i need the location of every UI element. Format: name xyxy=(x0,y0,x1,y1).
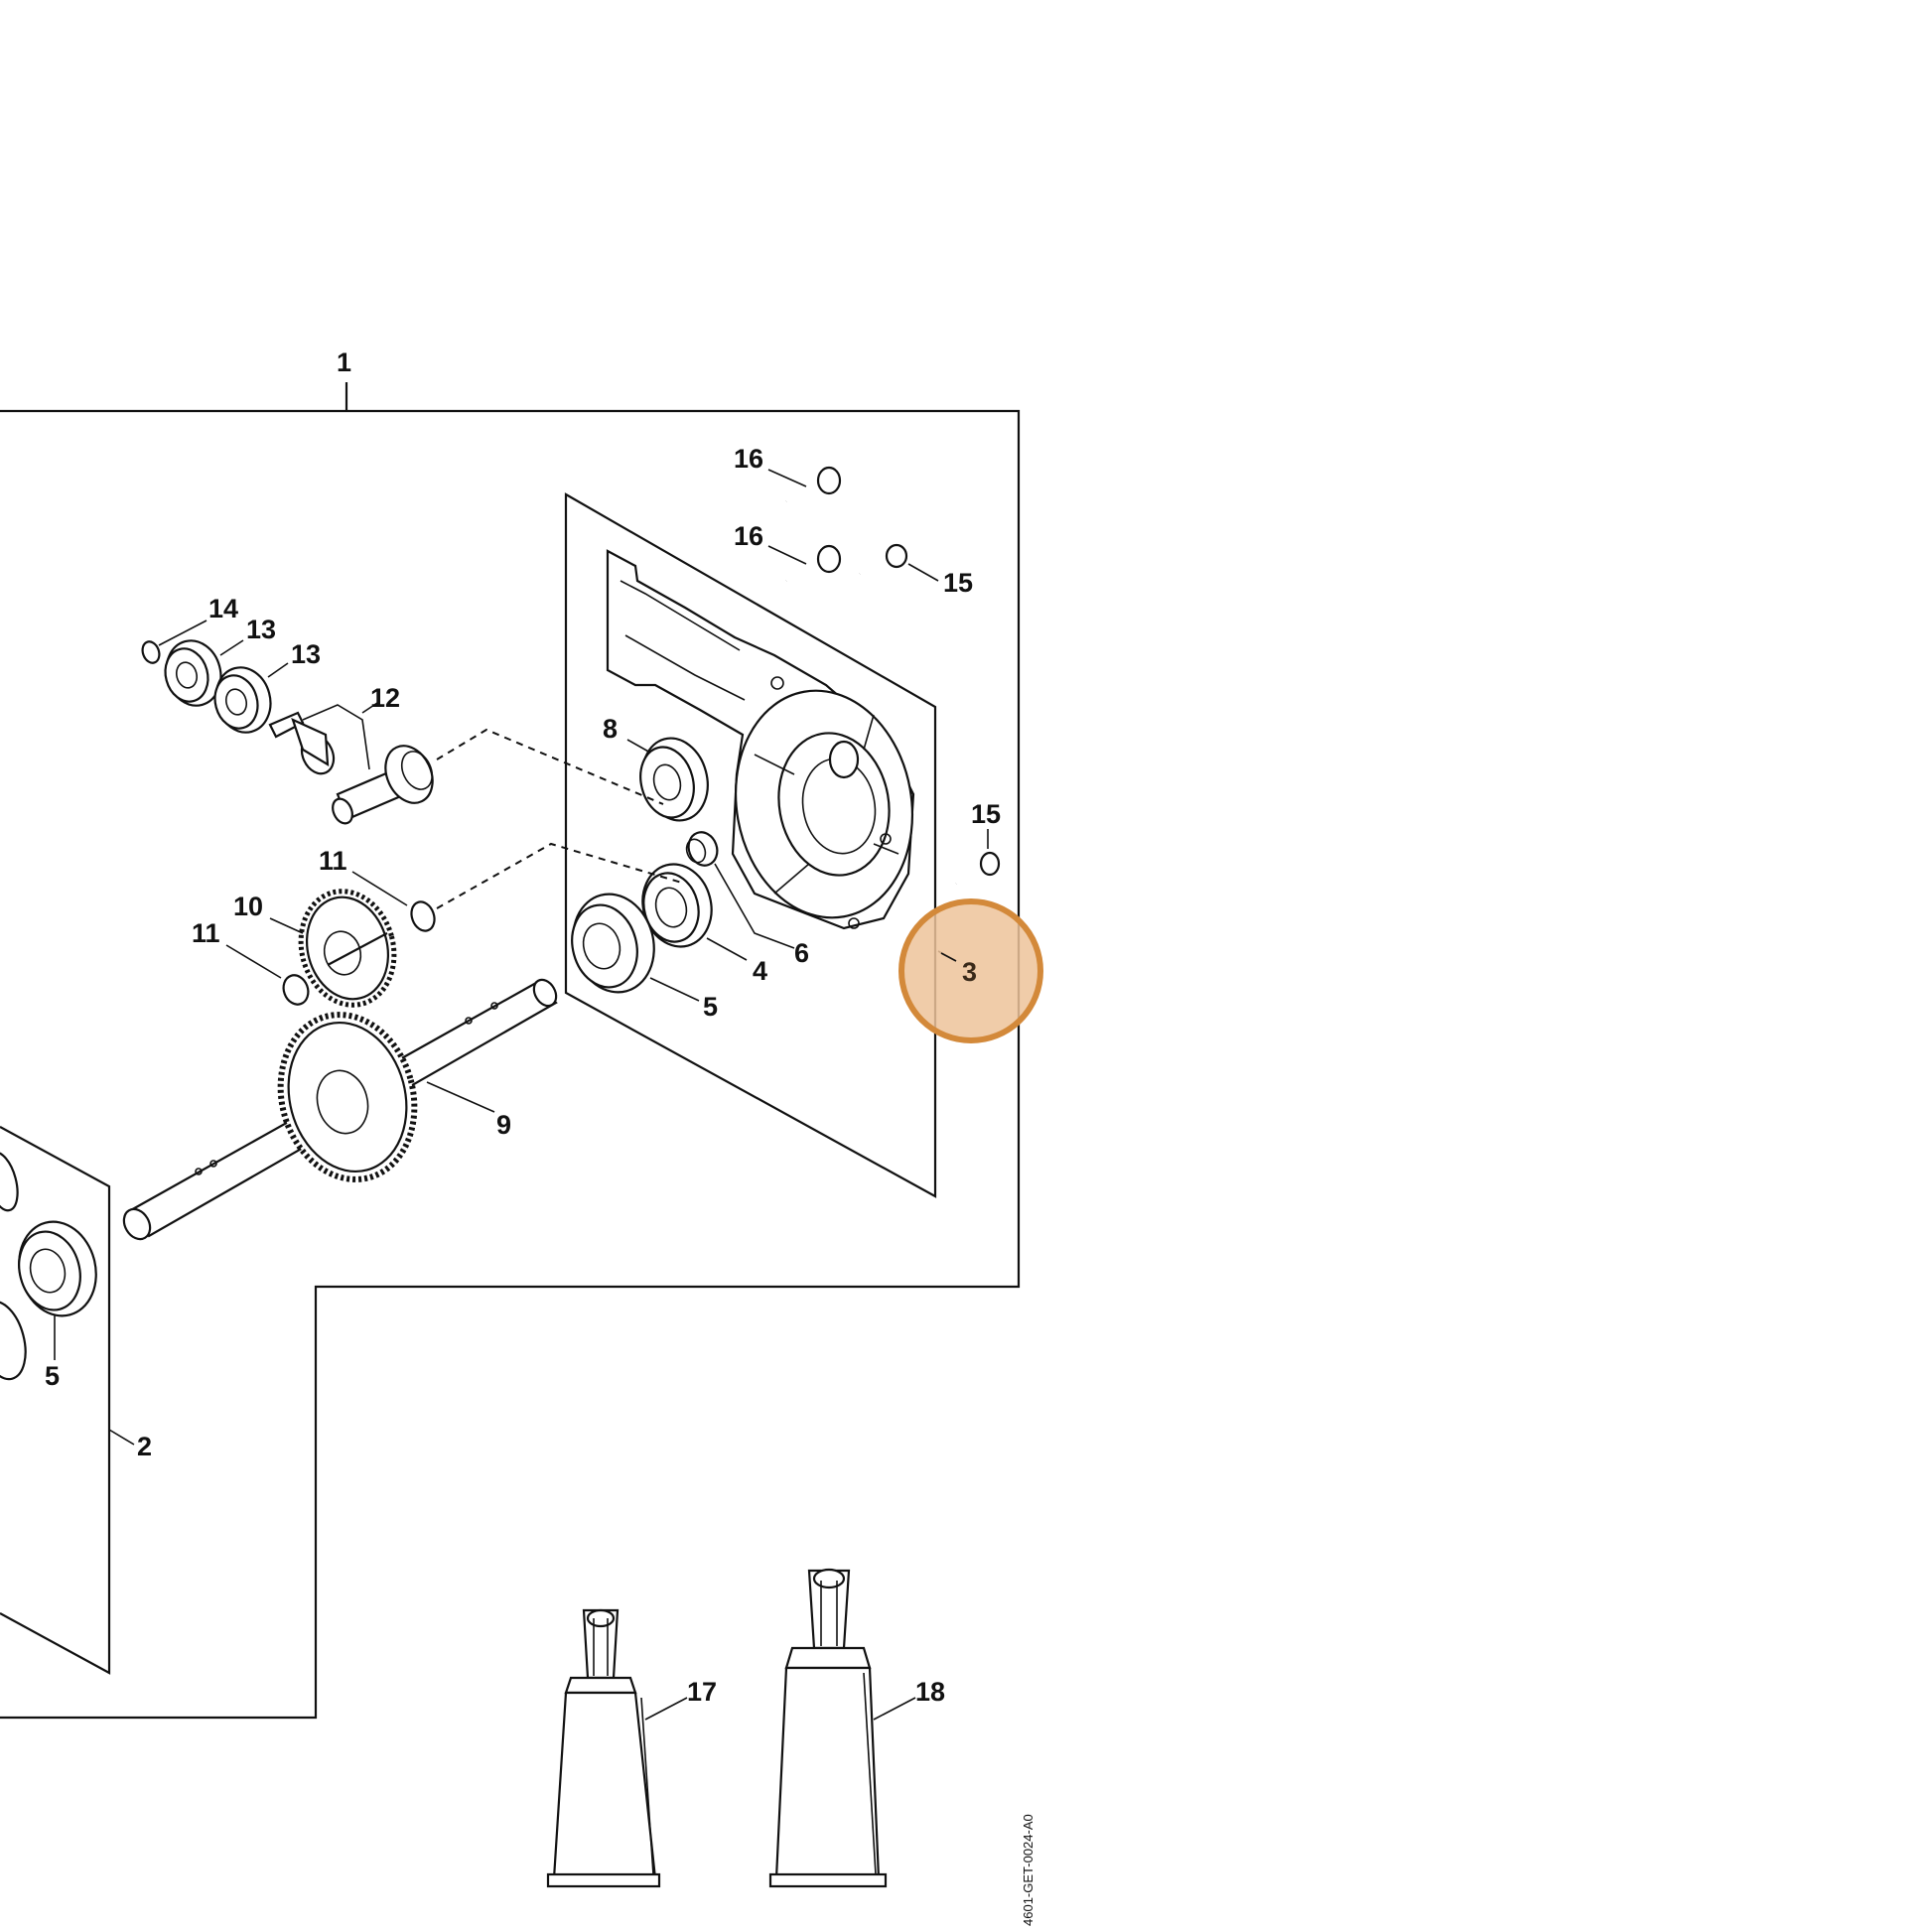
label-12[interactable]: 12 xyxy=(370,683,400,713)
label-16b[interactable]: 16 xyxy=(734,521,763,551)
panel-2 xyxy=(0,1126,111,1675)
bearing-8 xyxy=(639,737,709,822)
leader-5a xyxy=(649,977,700,1002)
label-15a[interactable]: 15 xyxy=(943,568,973,598)
label-14[interactable]: 14 xyxy=(208,594,238,623)
drawing-reference-id: 4601-GET-0024-A0 xyxy=(1021,1814,1035,1926)
label-17[interactable]: 17 xyxy=(687,1677,717,1707)
label-11b[interactable]: 11 xyxy=(192,918,220,948)
assembly-frame-1 xyxy=(0,409,1021,1720)
highlight-ring-part-3[interactable] xyxy=(898,898,1043,1043)
leader-13b xyxy=(267,662,289,678)
grease-tube-18 xyxy=(768,1568,888,1888)
label-16a[interactable]: 16 xyxy=(734,444,763,474)
leader-10 xyxy=(269,917,304,934)
leader-15a xyxy=(907,563,939,582)
label-5a[interactable]: 5 xyxy=(703,992,718,1022)
leader-2 xyxy=(108,1429,135,1446)
leader-9 xyxy=(426,1081,495,1113)
label-8[interactable]: 8 xyxy=(603,714,618,744)
leader-13a xyxy=(219,639,244,656)
bearing-5-right xyxy=(571,893,655,994)
leader-3-highlight xyxy=(940,952,957,962)
leader-4 xyxy=(706,937,748,961)
leader-17 xyxy=(644,1697,688,1721)
shaft-9 xyxy=(122,978,558,1241)
label-3[interactable]: 3 xyxy=(962,957,977,987)
leader-6 xyxy=(714,863,795,949)
screw-15-upper xyxy=(859,543,908,576)
label-15b[interactable]: 15 xyxy=(971,799,1001,829)
label-10[interactable]: 10 xyxy=(233,892,263,921)
leader-14 xyxy=(158,620,207,646)
label-1[interactable]: 1 xyxy=(337,347,351,377)
label-9[interactable]: 9 xyxy=(496,1110,511,1140)
screw-16-top xyxy=(784,466,842,504)
bearing-13-second xyxy=(213,666,272,734)
label-18[interactable]: 18 xyxy=(915,1677,945,1707)
leader-16a xyxy=(767,469,807,487)
washer-11-lower xyxy=(282,974,310,1006)
washer-11-upper xyxy=(410,900,436,932)
label-13a[interactable]: 13 xyxy=(246,615,276,644)
circlip-14 xyxy=(141,640,161,664)
assembly-path-lower xyxy=(436,842,686,909)
grease-tube-17 xyxy=(546,1608,661,1888)
label-13b[interactable]: 13 xyxy=(291,639,321,669)
label-11a[interactable]: 11 xyxy=(319,846,347,876)
screw-16-bottom xyxy=(784,544,842,584)
leader-18 xyxy=(873,1697,916,1721)
label-5b[interactable]: 5 xyxy=(45,1361,60,1391)
leader-12 xyxy=(302,704,370,770)
screw-15-lower xyxy=(955,851,1001,886)
pinion-12-large xyxy=(332,745,434,825)
gear-10 xyxy=(298,889,397,1008)
housing-panel xyxy=(564,492,937,1198)
assembly-path-upper xyxy=(436,728,664,805)
gear-housing xyxy=(606,549,915,930)
sleeve-6 xyxy=(685,831,719,867)
leader-11b xyxy=(225,944,282,979)
leader-16b xyxy=(767,545,807,565)
label-6[interactable]: 6 xyxy=(794,938,809,968)
pinion-12-small xyxy=(268,711,336,775)
leader-8 xyxy=(626,739,651,754)
bearing-5-left xyxy=(0,1151,97,1381)
bearing-13-first xyxy=(164,639,222,707)
label-4[interactable]: 4 xyxy=(753,956,767,986)
leader-11a xyxy=(351,871,408,906)
label-2[interactable]: 2 xyxy=(137,1432,152,1461)
